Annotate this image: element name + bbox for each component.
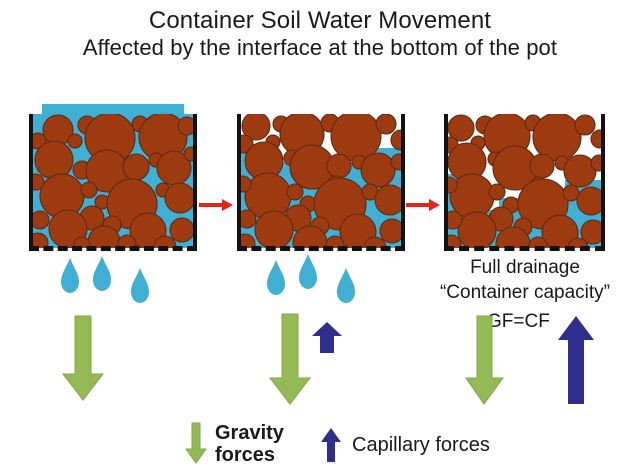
gravity-force-arrow-3 xyxy=(465,315,504,405)
title-line-1: Container Soil Water Movement xyxy=(148,7,492,34)
legend-gravity-label: Gravity forces xyxy=(215,422,284,467)
title-line-2: Affected by the interface at the bottom … xyxy=(82,35,558,61)
pot-2-media xyxy=(240,114,402,248)
pot-1-perforated-bottom xyxy=(29,246,197,251)
down-arrow-icon xyxy=(185,422,207,465)
soil-water-fill-saturated xyxy=(32,114,194,248)
legend-gravity-forces: Gravity forces xyxy=(185,422,284,467)
gravity-force-arrow-2 xyxy=(268,313,312,405)
pot-2-right-wall xyxy=(401,114,405,248)
pot-3-right-wall xyxy=(601,114,605,248)
pot-3 xyxy=(444,114,605,251)
pot-2 xyxy=(237,114,405,251)
transition-arrow-1-to-2[interactable] xyxy=(199,198,235,212)
pot-1-right-wall xyxy=(193,114,197,248)
pot-3-media xyxy=(447,114,602,248)
caption-line-full-drainage: Full drainage xyxy=(470,257,580,278)
up-arrow-icon xyxy=(321,428,341,462)
pot-3-left-wall xyxy=(444,114,448,248)
transition-arrow-2-to-3[interactable] xyxy=(406,198,442,212)
gf-equals-cf-label: GF=CF xyxy=(487,311,550,332)
legend-capillary-label: Capillary forces xyxy=(352,433,490,456)
soil-water-fill-drained xyxy=(447,114,602,248)
pot-2-left-wall xyxy=(237,114,241,248)
gravity-force-arrow-1 xyxy=(61,315,105,401)
capillary-force-arrow-3 xyxy=(558,316,594,404)
droplets-group-2 xyxy=(267,254,355,303)
droplets-group-1 xyxy=(61,256,149,303)
pot-1 xyxy=(29,114,197,251)
pot-1-media xyxy=(32,114,194,248)
legend-capillary-forces: Capillary forces xyxy=(320,428,490,462)
soil-water-fill-partial xyxy=(240,114,402,248)
pot-1-left-wall xyxy=(29,114,33,248)
page-title: Container Soil Water Movement Affected b… xyxy=(0,6,640,62)
full-drainage-caption: Full drainage “Container capacity” xyxy=(430,256,620,305)
capillary-force-arrow-2 xyxy=(312,322,342,353)
pot-2-perforated-bottom xyxy=(237,246,405,251)
pot-3-perforated-bottom xyxy=(444,246,605,251)
caption-line-container-capacity: “Container capacity” xyxy=(439,281,611,303)
